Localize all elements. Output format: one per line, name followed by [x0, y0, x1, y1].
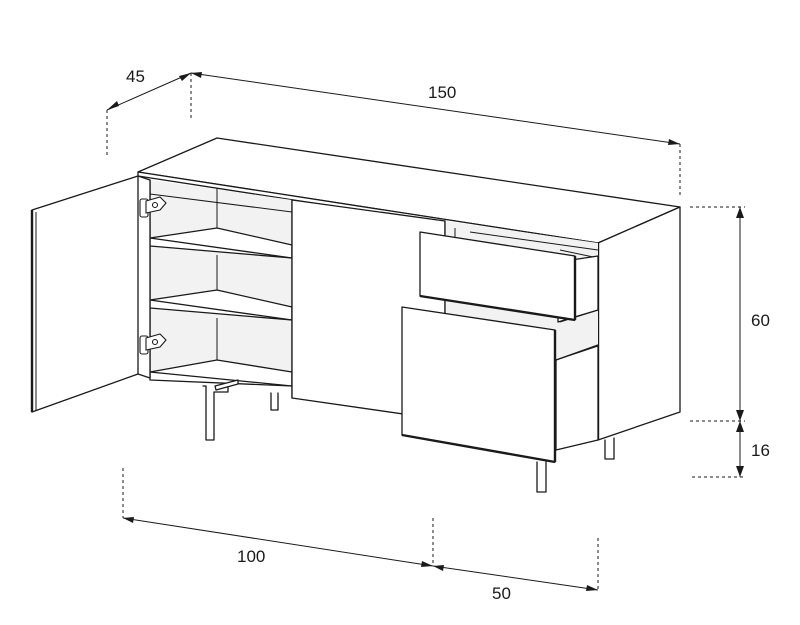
cabinet-right-side [597, 206, 681, 441]
dimension-lines [106, 72, 745, 591]
height-label: 60 [751, 311, 770, 330]
width-label: 150 [428, 83, 456, 102]
leg-back-right [604, 437, 615, 460]
left-section-width-label: 100 [237, 547, 265, 566]
leg-front-right [536, 461, 547, 493]
lower-drawer [401, 306, 599, 464]
upper-drawer [419, 231, 599, 323]
sideboard-cabinet [30, 137, 681, 493]
hinge-lower-icon [139, 333, 167, 355]
leg-back-left [270, 392, 279, 411]
hinge-upper-icon [139, 196, 167, 218]
depth-label: 45 [126, 67, 145, 86]
right-section-width-label: 50 [492, 584, 511, 603]
leg-height-label: 16 [751, 441, 770, 460]
leg-front-left [202, 385, 229, 441]
left-door-open [30, 175, 151, 413]
legs [202, 379, 615, 493]
